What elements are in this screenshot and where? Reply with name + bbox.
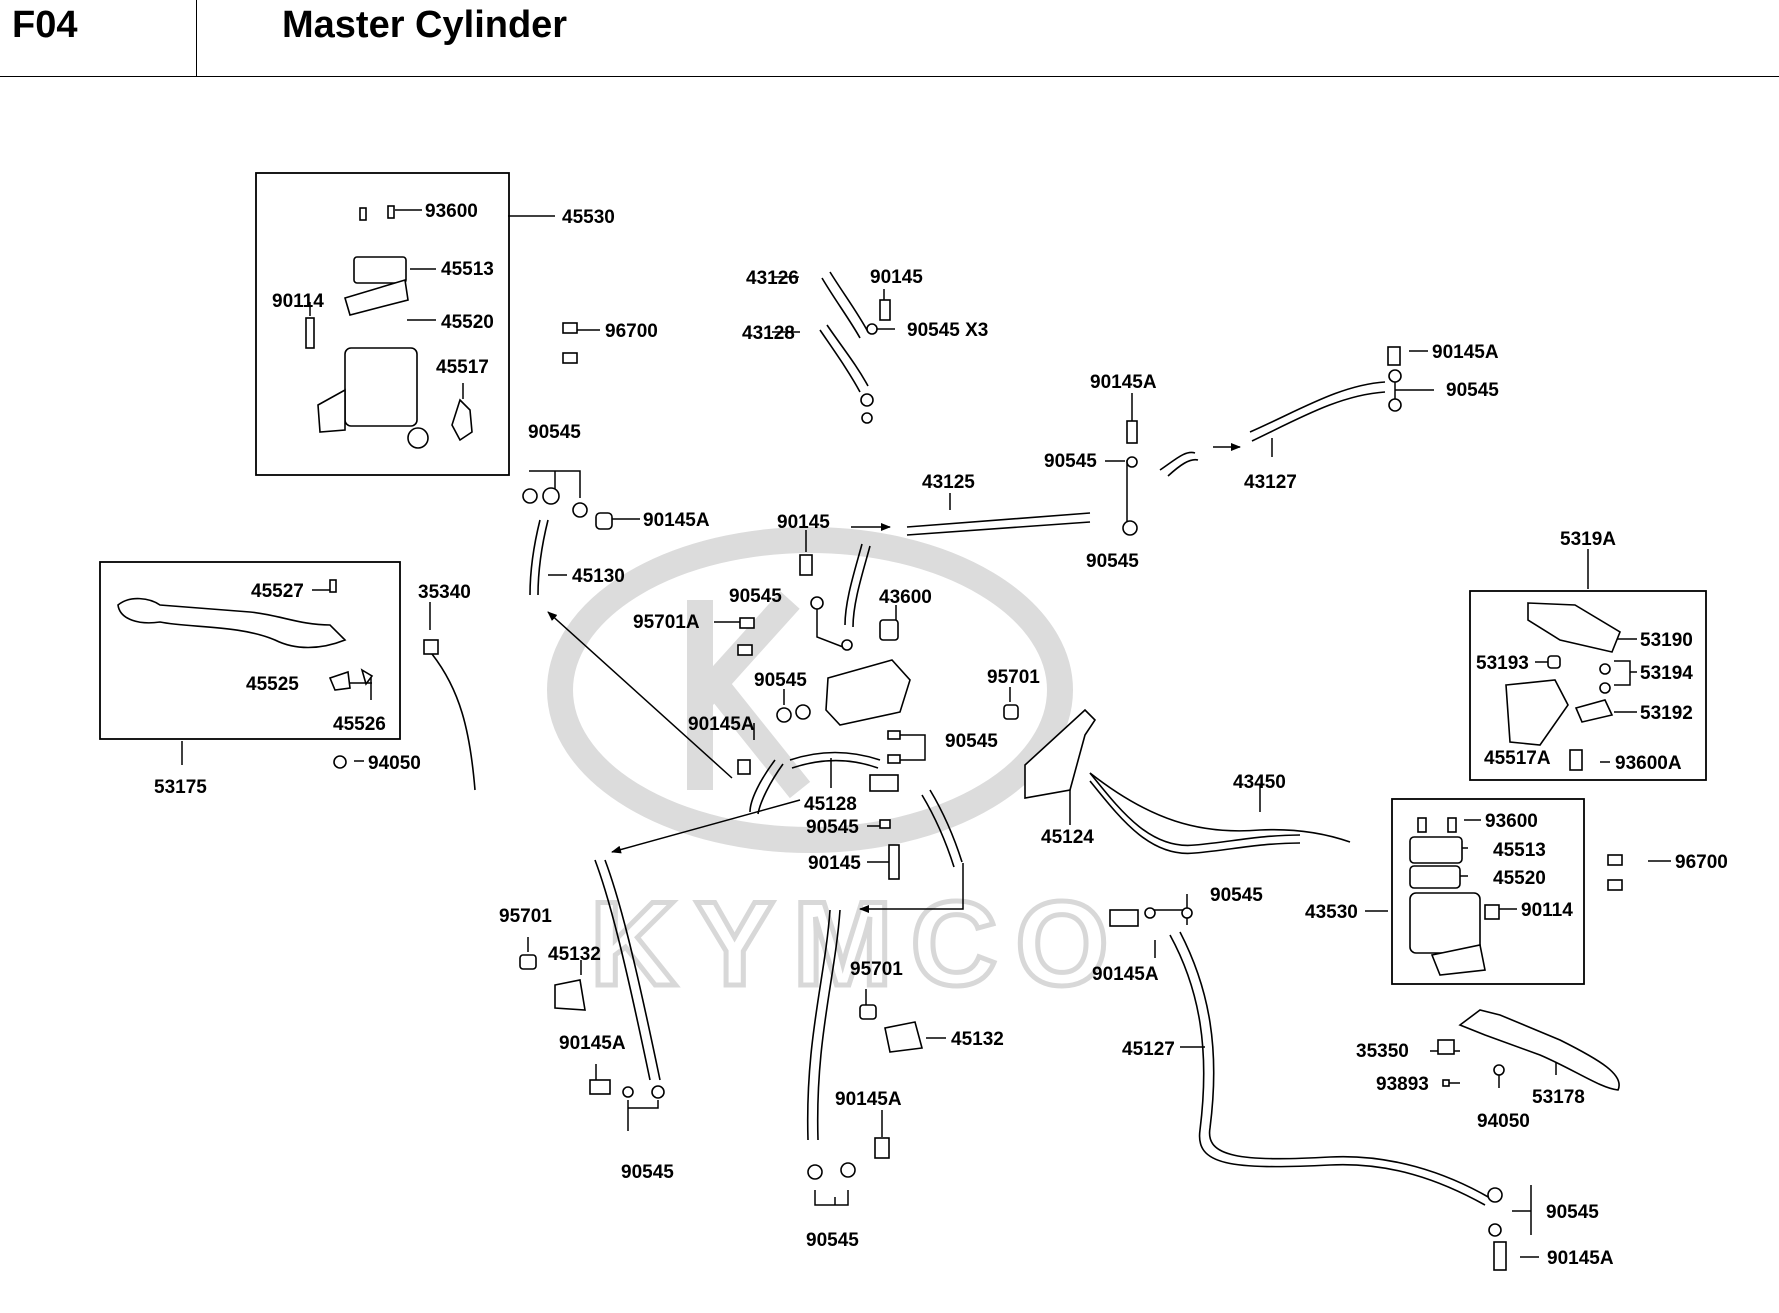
label-90545-left: 90545 xyxy=(528,422,581,443)
label-35340: 35340 xyxy=(418,582,471,603)
label-43450: 43450 xyxy=(1233,772,1286,793)
label-45132-bottom: 45132 xyxy=(951,1029,1004,1050)
label-90145a-mid: 90145A xyxy=(1090,372,1157,393)
label-43127: 43127 xyxy=(1244,472,1297,493)
label-90545-mid1: 90545 xyxy=(1044,451,1097,472)
label-90145a-tr: 90145A xyxy=(1432,342,1499,363)
label-53194: 53194 xyxy=(1640,663,1693,684)
label-45526: 45526 xyxy=(333,714,386,735)
label-90145a-bottom: 90145A xyxy=(835,1089,902,1110)
label-90145a-r2: 90145A xyxy=(1547,1248,1614,1269)
label-45525: 45525 xyxy=(246,674,299,695)
label-53190: 53190 xyxy=(1640,630,1693,651)
label-90545-center3: 90545 xyxy=(945,731,998,752)
kymco-watermark: KYMCO xyxy=(547,527,1127,1014)
label-90545-left-bottom: 90545 xyxy=(621,1162,674,1183)
label-90145-center: 90145 xyxy=(777,512,830,533)
label-90545-center4: 90545 xyxy=(806,817,859,838)
label-90545-center1: 90545 xyxy=(729,586,782,607)
label-93893: 93893 xyxy=(1376,1074,1429,1095)
label-45513: 45513 xyxy=(441,259,494,280)
label-93600a: 93600A xyxy=(1615,753,1682,774)
label-43125: 43125 xyxy=(922,472,975,493)
label-35350: 35350 xyxy=(1356,1041,1409,1062)
label-90545-center2: 90545 xyxy=(754,670,807,691)
boxes xyxy=(99,172,1707,985)
label-90145a-left-bottom: 90145A xyxy=(559,1033,626,1054)
label-90145-center2: 90145 xyxy=(808,853,861,874)
label-45130: 45130 xyxy=(572,566,625,587)
label-90545-r1: 90545 xyxy=(1210,885,1263,906)
label-93600-top: 93600 xyxy=(425,201,478,222)
part-labels: 93600 45530 45513 90114 45520 45517 9670… xyxy=(154,201,1728,1269)
label-90145a-center: 90145A xyxy=(688,714,755,735)
label-45132-left: 45132 xyxy=(548,944,601,965)
label-45128: 45128 xyxy=(804,794,857,815)
label-94050-left: 94050 xyxy=(368,753,421,774)
label-45527: 45527 xyxy=(251,581,304,602)
label-53193: 53193 xyxy=(1476,653,1529,674)
label-95701-center: 95701 xyxy=(987,667,1040,688)
hoses xyxy=(529,271,1491,1206)
label-5319a: 5319A xyxy=(1560,529,1616,550)
label-43128: 43128 xyxy=(742,323,795,344)
label-95701-bottom: 95701 xyxy=(850,959,903,980)
parts xyxy=(117,205,1623,1271)
label-90545-mid2: 90545 xyxy=(1086,551,1139,572)
label-45520-box: 45520 xyxy=(1493,868,1546,889)
label-90145a-r1: 90145A xyxy=(1092,964,1159,985)
label-53175: 53175 xyxy=(154,777,207,798)
label-45517a: 45517A xyxy=(1484,748,1551,769)
watermark-text: KYMCO xyxy=(590,877,1127,1011)
label-45520: 45520 xyxy=(441,312,494,333)
label-93600-box: 93600 xyxy=(1485,811,1538,832)
label-43530: 43530 xyxy=(1305,902,1358,923)
label-90545-r2: 90545 xyxy=(1546,1202,1599,1223)
label-43600: 43600 xyxy=(879,587,932,608)
label-45530: 45530 xyxy=(562,207,615,228)
page-header: F04 Master Cylinder xyxy=(0,0,1779,77)
label-90545-tr: 90545 xyxy=(1446,380,1499,401)
label-90145-top: 90145 xyxy=(870,267,923,288)
label-96700-right: 96700 xyxy=(1675,852,1728,873)
label-95701-left: 95701 xyxy=(499,906,552,927)
label-95701a: 95701A xyxy=(633,612,700,633)
label-90545-x3: 90545 X3 xyxy=(907,320,988,341)
label-45124: 45124 xyxy=(1041,827,1094,848)
label-94050-right: 94050 xyxy=(1477,1111,1530,1132)
page-title: Master Cylinder xyxy=(282,4,568,46)
label-45127: 45127 xyxy=(1122,1039,1175,1060)
header-rule xyxy=(0,76,1779,77)
label-90114-box: 90114 xyxy=(1521,900,1573,921)
header-divider xyxy=(196,0,197,77)
label-90145a-left: 90145A xyxy=(643,510,710,531)
label-90114: 90114 xyxy=(272,291,324,312)
section-code: F04 xyxy=(12,4,78,46)
label-43126: 43126 xyxy=(746,268,799,289)
label-96700-left: 96700 xyxy=(605,321,658,342)
label-53192: 53192 xyxy=(1640,703,1693,724)
label-90545-bottom: 90545 xyxy=(806,1230,859,1251)
label-45517: 45517 xyxy=(436,357,489,378)
label-45513-box: 45513 xyxy=(1493,840,1546,861)
label-53178: 53178 xyxy=(1532,1087,1585,1108)
